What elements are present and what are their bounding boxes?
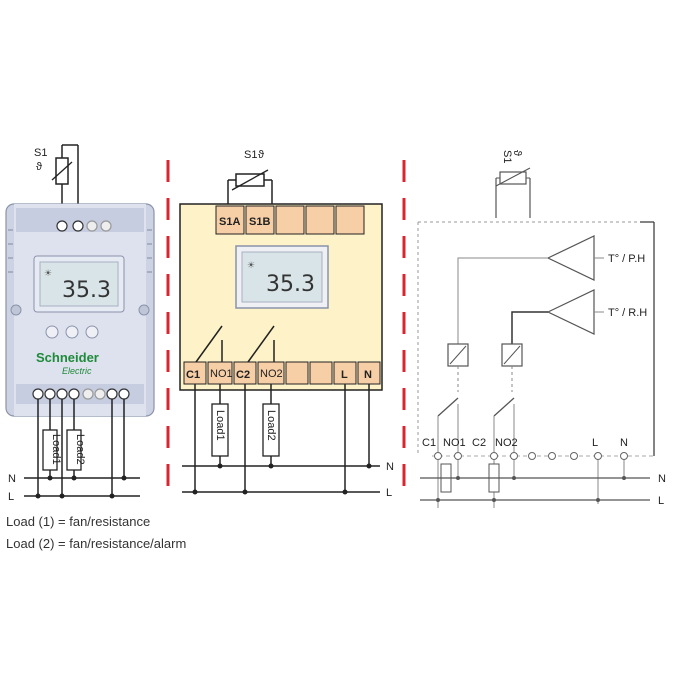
load-2-label: Load2 xyxy=(74,434,86,465)
display-icon: ☀ xyxy=(44,268,52,278)
neutral-label: N xyxy=(658,473,666,485)
live-label: L xyxy=(386,487,392,499)
terminal-n-label: N xyxy=(364,369,372,381)
live-label: L xyxy=(8,491,14,503)
device-button xyxy=(45,325,59,339)
load-1-label: Load1 xyxy=(214,410,226,441)
caption-load-2: Load (2) = fan/resistance/alarm xyxy=(6,536,187,551)
panel-device: S1 ϑ ☀ 35.3 xyxy=(5,144,155,503)
live-label: L xyxy=(658,495,664,507)
terminal-unused xyxy=(309,361,333,385)
device-button xyxy=(85,325,99,339)
sensor-label: S1 xyxy=(34,147,47,159)
terminal-unused xyxy=(285,361,309,385)
panel-relay: S1 ϑ S1A S1B ☀ 35.3 xyxy=(179,149,394,499)
terminal-l-label: L xyxy=(592,437,598,449)
device-button xyxy=(65,325,79,339)
display-value: 35.3 xyxy=(62,278,111,303)
relay-contact-1 xyxy=(195,325,223,363)
terminal-unused xyxy=(335,205,365,235)
terminal-no2-label: NO2 xyxy=(260,368,283,380)
brand-logo: Schneider xyxy=(36,350,99,365)
caption-load-1: Load (1) = fan/resistance xyxy=(6,514,151,529)
terminal-l-label: L xyxy=(341,369,348,381)
display-icon: ☀ xyxy=(247,260,255,270)
comparator-1 xyxy=(546,235,595,281)
terminal-unused xyxy=(305,205,335,235)
terminal-c2-label: C2 xyxy=(472,437,486,449)
terminal-unused xyxy=(275,205,305,235)
load-2-label: Load2 xyxy=(265,410,277,441)
terminal-no1-label: NO1 xyxy=(210,368,233,380)
comparator-2-label: T° / R.H xyxy=(608,307,647,319)
terminal-s1b xyxy=(245,205,275,235)
brand-sub: Electric xyxy=(62,366,92,376)
mount-screw-icon xyxy=(10,304,22,316)
terminal-s1a xyxy=(215,205,245,235)
load-1-label: Load1 xyxy=(50,434,62,465)
terminal-s1b-label: S1B xyxy=(249,216,270,228)
mount-screw-icon xyxy=(138,304,150,316)
terminal-c2-label: C2 xyxy=(236,369,250,381)
neutral-label: N xyxy=(8,473,16,485)
terminal-s1a-label: S1A xyxy=(219,216,240,228)
comparator-1-label: T° / P.H xyxy=(608,253,645,265)
terminal-c1-label: C1 xyxy=(422,437,436,449)
terminal-no1-label: NO1 xyxy=(443,437,466,449)
relay-contact-2 xyxy=(493,397,515,417)
relay-contact-1 xyxy=(437,397,459,417)
relay-contact-2 xyxy=(247,325,275,363)
terminal-n-label: N xyxy=(620,437,628,449)
sensor-symbol: ϑ xyxy=(36,161,42,173)
neutral-label: N xyxy=(386,461,394,473)
panel-logic: S1 ϑ T° / P.H T° / R.H xyxy=(417,150,666,508)
terminal-c1-label: C1 xyxy=(186,369,200,381)
sensor-symbol: ϑ xyxy=(511,150,523,156)
comparator-2 xyxy=(546,289,595,335)
load-2 xyxy=(262,403,280,457)
sensor-symbol: ϑ xyxy=(258,149,264,161)
sensor-label: S1 xyxy=(244,149,257,161)
load-1 xyxy=(211,403,229,457)
display-value: 35.3 xyxy=(266,272,315,297)
terminal-no2-label: NO2 xyxy=(495,437,518,449)
sensor-label: S1 xyxy=(501,150,513,163)
